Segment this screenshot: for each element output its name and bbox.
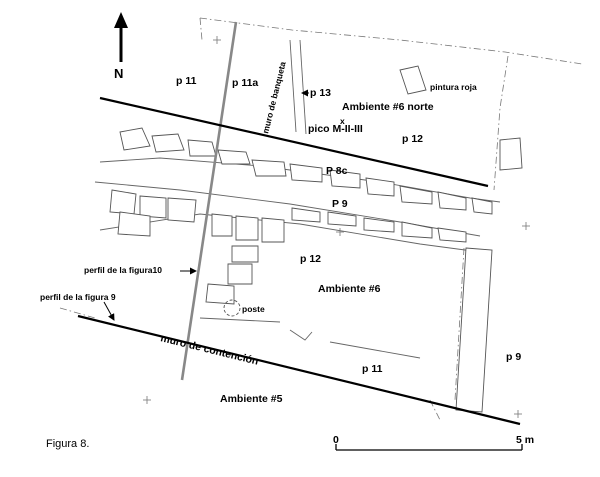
upper-wall bbox=[99, 127, 501, 215]
grid-marks bbox=[143, 36, 530, 418]
north-structures bbox=[199, 39, 523, 413]
label-p11-top: p 11 bbox=[176, 75, 197, 87]
label-p13: p 13 bbox=[310, 87, 331, 99]
label-p9-right: p 9 bbox=[506, 351, 521, 363]
scale-start: 0 bbox=[333, 434, 339, 446]
arrow-perfil9 bbox=[103, 301, 115, 321]
section-lines bbox=[77, 96, 521, 426]
label-perfil9: perfil de la figura 9 bbox=[40, 292, 116, 302]
north-label: N bbox=[114, 66, 123, 81]
scale-bar bbox=[335, 444, 523, 451]
label-p12-mid: p 12 bbox=[300, 253, 321, 265]
label-p11-low: p 11 bbox=[362, 363, 383, 375]
label-pintura-roja: pintura roja bbox=[430, 82, 477, 92]
scale-end: 5 m bbox=[516, 434, 534, 446]
north-arrow bbox=[114, 12, 128, 62]
stone-column bbox=[205, 245, 259, 317]
label-p8c: P 8c bbox=[326, 165, 348, 177]
label-p9-mid: P 9 bbox=[332, 198, 348, 210]
middle-wall bbox=[94, 181, 481, 253]
label-p12-top: p 12 bbox=[402, 133, 423, 145]
label-muro-banqueta: muro de banqueta bbox=[260, 60, 288, 134]
label-ambiente6: Ambiente #6 bbox=[318, 283, 381, 295]
profile-lines bbox=[180, 21, 238, 381]
label-ambiente5: Ambiente #5 bbox=[220, 393, 283, 405]
label-p11a: p 11a bbox=[232, 77, 258, 89]
figure-caption: Figura 8. bbox=[46, 438, 89, 450]
label-poste: poste bbox=[242, 304, 265, 314]
label-perfil10: perfil de la figura10 bbox=[84, 265, 162, 275]
label-x-mark: x bbox=[340, 116, 345, 126]
label-ambiente6-norte: Ambiente #6 norte bbox=[342, 101, 434, 113]
label-muro-contencion: muro de contención bbox=[159, 332, 259, 367]
label-pico: pico M-II-III bbox=[308, 123, 363, 135]
